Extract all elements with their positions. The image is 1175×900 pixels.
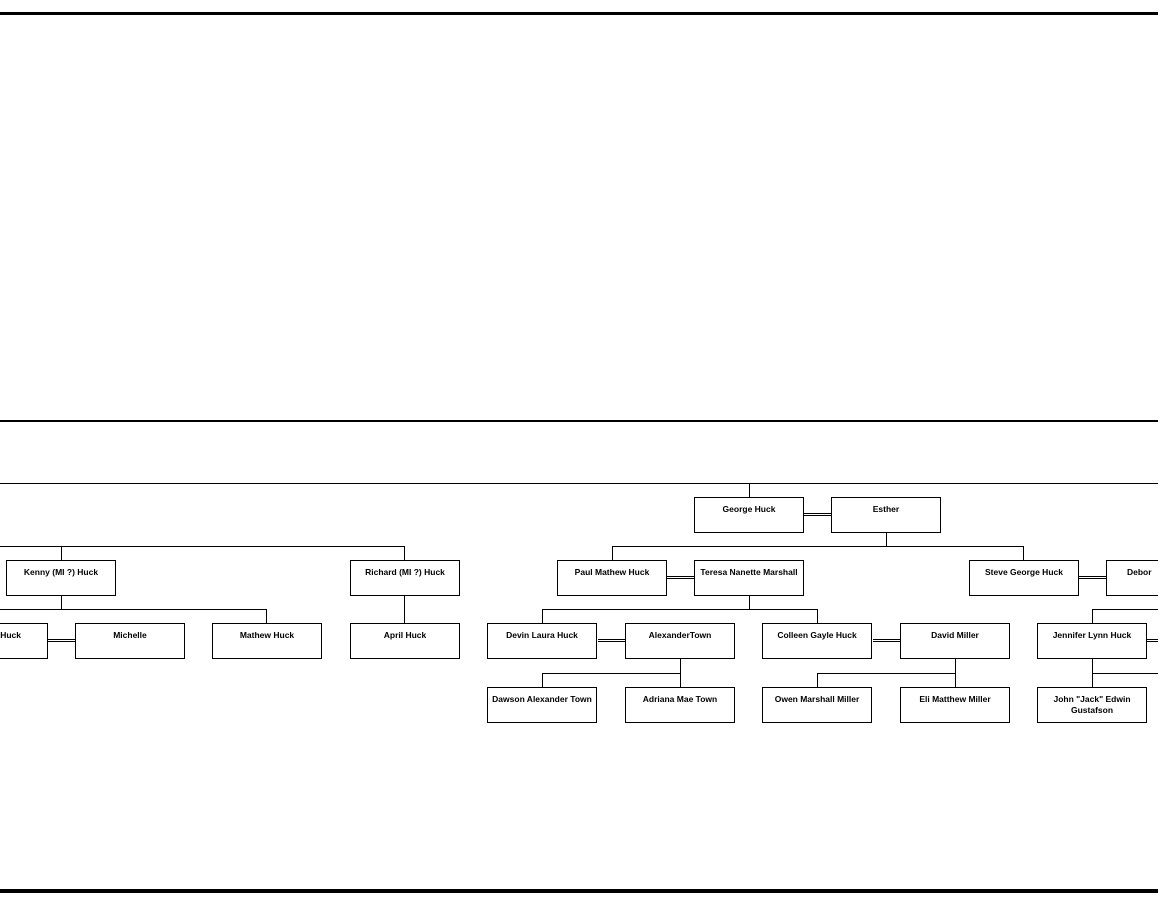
person-name: Dawson Alexander Town: [492, 694, 592, 704]
connector-line: [0, 546, 405, 547]
person-box-esther[interactable]: Esther: [831, 497, 941, 533]
marriage-link: [598, 639, 626, 642]
marriage-link: [48, 639, 76, 642]
person-box-kenny-huck[interactable]: Kenny (MI ?) Huck: [6, 560, 116, 596]
connector-line: [612, 546, 613, 560]
person-box-paul-mathew-huck[interactable]: Paul Mathew Huck: [557, 560, 667, 596]
connector-line: [542, 673, 681, 674]
person-box-george-huck[interactable]: George Huck: [694, 497, 804, 533]
person-box-jennifer-lynn-huck[interactable]: Jennifer Lynn Huck: [1037, 623, 1147, 659]
person-name: David Miller: [931, 630, 979, 640]
connector-line: [955, 673, 956, 687]
connector-line: [1092, 609, 1158, 610]
connector-line: [1092, 609, 1093, 623]
connector-line: [886, 532, 887, 546]
person-name: Owen Marshall Miller: [774, 694, 860, 704]
marriage-link: [873, 639, 901, 642]
person-name: Colleen Gayle Huck: [777, 630, 857, 640]
connector-line: [612, 546, 1024, 547]
person-box-eli-matthew-miller[interactable]: Eli Matthew Miller: [900, 687, 1010, 723]
marriage-link: [804, 513, 832, 516]
connector-line: [1092, 659, 1093, 673]
person-name: George Huck: [722, 504, 776, 514]
connector-line: [61, 596, 62, 609]
connector-line: [61, 546, 62, 560]
person-box-alexander-town[interactable]: AlexanderTown: [625, 623, 735, 659]
person-name: Steve George Huck: [985, 567, 1063, 577]
connector-line: [542, 673, 543, 687]
person-box-john-jack-edwin-gustafson[interactable]: John "Jack" Edwin Gustafson: [1037, 687, 1147, 723]
person-name: Adriana Mae Town: [642, 694, 718, 704]
person-box-david-miller[interactable]: David Miller: [900, 623, 1010, 659]
connector-line: [404, 546, 405, 560]
root-connector-line: [0, 483, 1158, 484]
connector-line: [955, 659, 956, 673]
person-name: Mathew Huck: [239, 630, 295, 640]
connector-line: [817, 609, 818, 623]
person-name: Jennifer Lynn Huck: [1052, 630, 1132, 640]
person-box-owen-marshall-miller[interactable]: Owen Marshall Miller: [762, 687, 872, 723]
person-name: Teresa Nanette Marshall: [700, 567, 798, 577]
connector-line: [817, 673, 818, 687]
person-box-debor[interactable]: Debor: [1106, 560, 1158, 596]
person-name: Esther: [872, 504, 900, 514]
person-box-teresa-nanette-marshall[interactable]: Teresa Nanette Marshall: [694, 560, 804, 596]
person-name: Kenny (MI ?) Huck: [23, 567, 99, 577]
connector-line: [1023, 546, 1024, 560]
person-box-colleen-gayle-huck[interactable]: Colleen Gayle Huck: [762, 623, 872, 659]
connector-line: [749, 596, 750, 609]
person-name: Richard (MI ?) Huck: [365, 567, 445, 577]
connector-line: [542, 609, 543, 623]
person-name: Michelle: [113, 630, 147, 640]
connector-line: [404, 596, 405, 623]
person-box-mathew-huck[interactable]: Mathew Huck: [212, 623, 322, 659]
marriage-link: [667, 576, 695, 579]
person-name: Devin Laura Huck: [506, 630, 578, 640]
person-box-april-huck[interactable]: April Huck: [350, 623, 460, 659]
connector-line: [266, 609, 267, 623]
person-box-devin-laura-huck[interactable]: Devin Laura Huck: [487, 623, 597, 659]
person-box-richard-huck[interactable]: Richard (MI ?) Huck: [350, 560, 460, 596]
person-box-michelle[interactable]: Michelle: [75, 623, 185, 659]
person-box-steve-george-huck[interactable]: Steve George Huck: [969, 560, 1079, 596]
person-name: John "Jack" Edwin Gustafson: [1053, 694, 1131, 715]
person-name: Debor: [1127, 567, 1152, 577]
person-box-huck-partial[interactable]: Huck: [0, 623, 48, 659]
connector-line: [680, 673, 681, 687]
person-name: Huck: [0, 630, 21, 640]
person-name: April Huck: [383, 630, 427, 640]
marriage-link: [1147, 639, 1158, 642]
person-name: Paul Mathew Huck: [574, 567, 650, 577]
top-rule: [0, 12, 1158, 15]
person-name: Eli Matthew Miller: [919, 694, 991, 704]
connector-line: [817, 673, 956, 674]
connector-line: [542, 609, 818, 610]
connector-line: [680, 659, 681, 673]
connector-line: [1092, 673, 1093, 687]
person-name: AlexanderTown: [648, 630, 712, 640]
person-box-dawson-alexander-town[interactable]: Dawson Alexander Town: [487, 687, 597, 723]
marriage-link: [1079, 576, 1107, 579]
connector-line: [1092, 673, 1158, 674]
person-box-adriana-mae-town[interactable]: Adriana Mae Town: [625, 687, 735, 723]
connector-line: [749, 483, 750, 497]
connector-line: [0, 609, 267, 610]
middle-rule: [0, 420, 1158, 422]
bottom-rule: [0, 889, 1158, 893]
